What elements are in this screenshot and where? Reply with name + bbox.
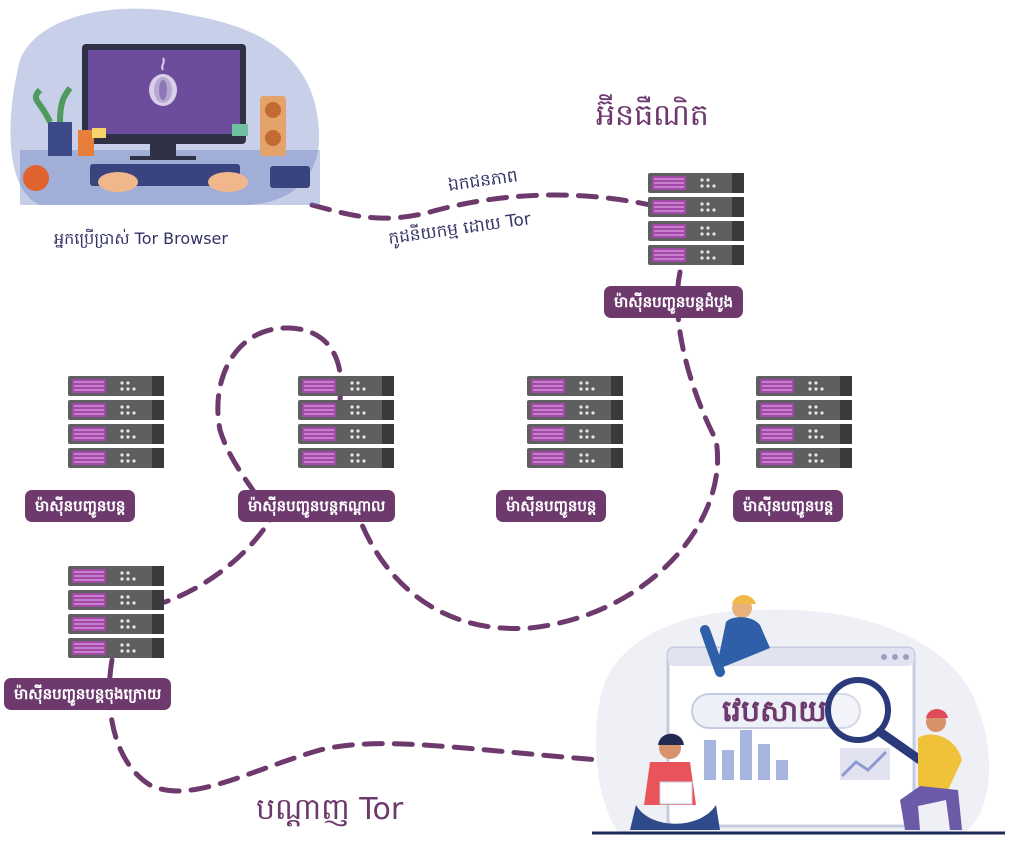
path-exit-to-website	[106, 657, 603, 794]
server-entry	[648, 173, 744, 265]
browser-window	[666, 646, 916, 828]
path-middle-loop	[162, 325, 344, 605]
node-label-relay-center: ម៉ាស៊ីនបញ្ជូនបន្ត	[496, 490, 607, 522]
node-label-middle: ម៉ាស៊ីនបញ្ជូនបន្តកណ្ដាល	[238, 490, 396, 522]
server-relay-right	[756, 376, 852, 468]
website-illustration	[592, 595, 1005, 835]
user-desk-illustration	[10, 8, 320, 205]
node-label-relay-left: ម៉ាស៊ីនបញ្ជូនបន្ត	[25, 490, 136, 522]
server-relay-center	[527, 376, 623, 468]
node-label-relay-right: ម៉ាស៊ីនបញ្ជូនបន្ត	[733, 490, 844, 522]
tor-network-label: បណ្ដាញ Tor	[256, 792, 404, 827]
tor-circuit-paths	[106, 192, 720, 794]
node-label-entry: ម៉ាស៊ីនបញ្ជូនបន្តដំបូង	[604, 286, 744, 318]
user-caption: អ្នកប្រើប្រាស់ Tor Browser	[54, 229, 228, 248]
node-label-exit: ម៉ាស៊ីនបញ្ជូនបន្តចុងក្រោយ	[4, 678, 172, 710]
path-user-to-entry	[309, 192, 658, 221]
server-exit	[68, 566, 164, 658]
path-entry-to-middle	[357, 269, 720, 631]
server-relay-left	[68, 376, 164, 468]
magnifier-icon	[825, 677, 925, 765]
internet-title: អ៊ីនធឺណិត	[596, 98, 709, 133]
tor-onion-icon	[149, 57, 177, 106]
website-text: វេបសាយ	[722, 694, 827, 729]
server-middle	[298, 376, 394, 468]
